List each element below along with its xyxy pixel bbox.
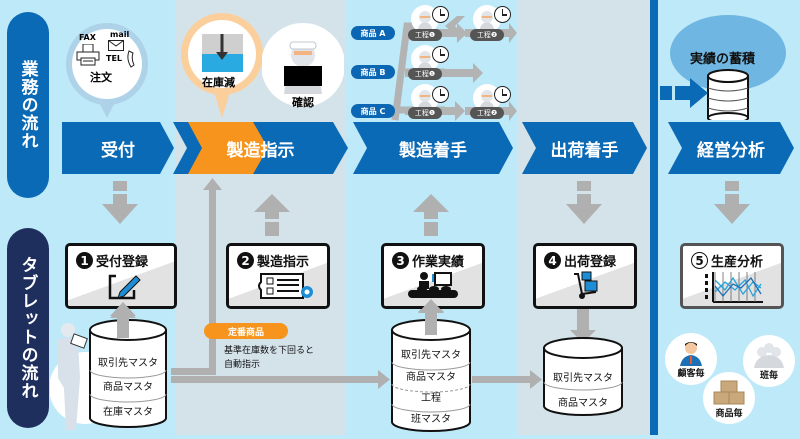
db-item: 在庫マスタ: [103, 407, 153, 418]
customer-icon: [680, 342, 702, 366]
pencil-edit-icon: [108, 274, 141, 300]
mail-label: mail: [110, 30, 130, 39]
team-icon: [754, 343, 784, 368]
confirm-caption: 確認: [292, 96, 314, 109]
stock-decrease-caption: 在庫減: [202, 76, 235, 89]
clock-icon: [432, 86, 449, 103]
db-item: 取引先マスタ: [553, 373, 613, 384]
db1-up-arrow: [110, 302, 136, 338]
analysis-by-product-label: 商品毎: [715, 409, 743, 419]
accumulate-arrow: [660, 78, 708, 108]
stage-shipping-start: 出荷着手: [522, 122, 647, 174]
product-a-step2: 工程❷: [470, 29, 504, 41]
hand-truck-icon: [574, 271, 598, 299]
stage-production-start-label: 製造着手: [399, 140, 467, 161]
product-a-step1: 工程❶: [408, 29, 442, 41]
step-number-badge: 2: [237, 252, 254, 269]
clock-icon: [494, 86, 511, 103]
product-c-step2: 工程❷: [470, 107, 504, 119]
tablet-title: 生産分析: [711, 255, 764, 270]
step-number-badge: 1: [76, 252, 93, 269]
db-item: 取引先マスタ: [98, 358, 158, 369]
boxes-icon: [713, 380, 745, 405]
database-shipping: 取引先マスタ 商品マスタ: [542, 336, 624, 416]
accumulation-caption: 実績の蓄積: [690, 52, 756, 67]
tablet-title: 受付登録: [96, 255, 149, 270]
phone-icon: [127, 50, 135, 68]
fax-icon: [76, 44, 100, 66]
db-item: 工程: [421, 393, 441, 404]
product-a-pill: 商品 A: [351, 26, 395, 40]
db-item: 商品マスタ: [406, 372, 456, 383]
column-divider: [650, 0, 658, 435]
tablet-title: 製造指示: [257, 255, 310, 270]
auto-instruction-note-line2: 自動指示: [224, 360, 261, 370]
product-c-pill: 商品 C: [351, 104, 395, 118]
db3-up-arrow: [418, 299, 444, 335]
mail-icon: [108, 40, 124, 51]
stage-reception: 受付: [62, 122, 174, 174]
db-item: 商品マスタ: [103, 382, 153, 393]
lane-label-business: 業務の流れ: [7, 12, 49, 198]
clock-icon: [494, 6, 511, 23]
stage-shipping-start-label: 出荷着手: [550, 140, 619, 161]
step-number-badge: 3: [392, 252, 409, 269]
clock-icon: [432, 6, 449, 23]
accumulation-bubble: 実績の蓄積: [670, 8, 786, 120]
analysis-by-team: 班毎: [743, 335, 795, 387]
line-chart-icon: [705, 272, 763, 303]
tel-label: TEL: [106, 54, 123, 63]
tablet-title: 出荷登録: [564, 255, 617, 270]
auto-instruction-note-line1: 基準在庫数を下回ると: [224, 346, 315, 356]
product-c-step1: 工程❶: [408, 107, 442, 119]
step-number-badge: 4: [544, 252, 561, 269]
assembly-line-icon: [408, 272, 458, 298]
stage-manufacturing-instruction: 製造指示: [173, 122, 348, 174]
stock-decrease-bubble: 在庫減: [180, 12, 264, 118]
standard-product-badge: 定番商品: [204, 323, 288, 339]
stage-management-analysis-label: 経営分析: [697, 140, 765, 161]
confirm-bubble: 確認: [262, 22, 344, 118]
checklist-gear-icon: [258, 273, 313, 299]
product-b-step1: 工程❶: [408, 68, 442, 80]
stage-production-start: 製造着手: [353, 122, 513, 174]
stage-manufacturing-instruction-label: 製造指示: [226, 140, 295, 161]
db-item: 取引先マスタ: [401, 350, 461, 361]
order-caption: 注文: [90, 71, 112, 84]
database-production: 取引先マスタ 商品マスタ 工程 班マスタ: [390, 318, 472, 432]
order-bubble: FAX mail TEL 注文: [62, 22, 152, 118]
db-item: 商品マスタ: [558, 398, 608, 409]
step-number-badge: 5: [691, 252, 708, 269]
clock-icon: [432, 46, 449, 63]
fax-label: FAX: [79, 33, 96, 42]
stage-reception-label: 受付: [101, 140, 135, 161]
tablet-title: 作業実績: [412, 255, 465, 270]
analysis-by-team-label: 班毎: [759, 371, 778, 381]
product-b-pill: 商品 B: [351, 65, 395, 79]
lane-label-tablet: タブレットの流れ: [7, 228, 49, 428]
analysis-by-customer-label: 顧客毎: [677, 369, 705, 379]
analysis-by-customer: 顧客毎: [665, 333, 717, 385]
analysis-by-product: 商品毎: [703, 372, 755, 424]
db-item: 班マスタ: [411, 414, 451, 425]
stage-management-analysis: 経営分析: [668, 122, 794, 174]
